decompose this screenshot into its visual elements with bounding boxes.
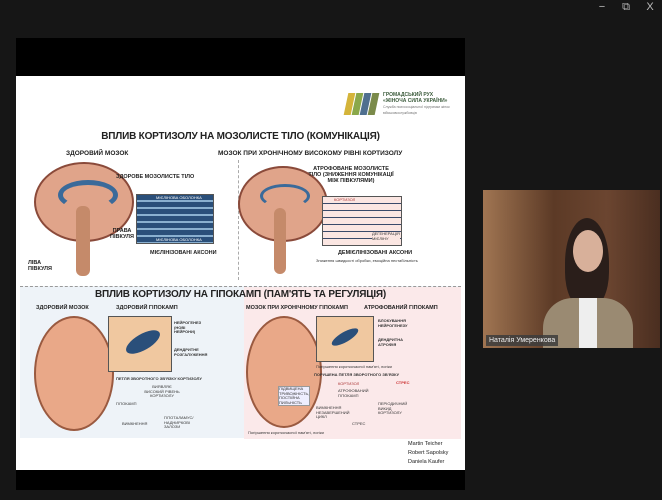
section1-title: ВПЛИВ КОРТИЗОЛУ НА МОЗОЛИСТЕ ТІЛО (КОМУН…	[101, 131, 380, 142]
participant-video-tile[interactable]: Наталія Умеренкова	[483, 190, 660, 348]
label-broken-loop: ПОРУШЕНА ПЕТЛЯ ЗВОРОТНОГО ЗВ'ЯЗКУ	[314, 372, 400, 377]
participant-face	[573, 230, 603, 272]
label-detects: ВИЯВЛЯЄ ВИСОКИЙ РІВЕНЬ КОРТИЗОЛУ	[144, 384, 180, 399]
chronic-brain-top-image	[246, 316, 322, 428]
credits: Martin Teicher Robert Sapolsky Daniela K…	[408, 440, 448, 467]
label-stress-2: СТРЕС	[352, 421, 366, 426]
callout-healthy-cc: ЗДОРОВЕ МОЗОЛИСТЕ ТІЛО	[116, 174, 195, 180]
healthy-brain-title: ЗДОРОВИЙ МОЗОК	[66, 150, 129, 157]
label-dendritic: ДЕНДРИТНЕ РОЗГАЛУЖЕННЯ	[174, 347, 208, 357]
label-blocked-neurogenesis: БЛОКУВАННЯ НЕЙРОГЕНЕЗУ	[378, 318, 408, 328]
label-anxiety: ПІДВИЩЕНА ТРИВОЖНІСТЬ, ПОСТІЙНА ПИЛЬНІСТ…	[278, 386, 310, 407]
section2-title: ВПЛИВ КОРТИЗОЛУ НА ГІПОКАМП (ПАМ'ЯТЬ ТА …	[94, 289, 387, 300]
credit: Robert Sapolsky	[408, 450, 449, 456]
label-memory-impairment-2: Погіршення короткочасної пам'яті, логіки	[248, 430, 324, 435]
logo: ГРОМАДСЬКИЙ РУХ«ЖІНОЧА СИЛА УКРАЇНИ»Служ…	[343, 92, 453, 116]
label-myelin-top: МІЄЛІНОВА ОБОЛОНКА	[156, 195, 202, 200]
participant-shirt	[579, 298, 597, 348]
healthy-brain-title-2: ЗДОРОВИЙ МОЗОК	[36, 305, 89, 311]
label-hpa: ГІПОТАЛАМУС/НАДНИРКОВІ ЗАЛОЗИ	[164, 415, 194, 430]
logo-line2: «ЖІНОЧА СИЛА УКРАЇНИ»	[383, 98, 448, 104]
close-button[interactable]: X	[646, 1, 654, 13]
label-left-hemisphere: ЛІВА ПІВКУЛЯ	[28, 260, 52, 272]
cortisol-brain-title: МОЗОК ПРИ ХРОНІЧНОМУ ВИСОКОМУ РІВНІ КОРТ…	[218, 150, 403, 157]
label-cortisol-2: КОРТИЗОЛ	[338, 381, 360, 386]
label-myelin-degeneration: ДЕГЕНЕРАЦІЯ МІЄЛІНУ	[372, 231, 400, 242]
label-atrophied-h: АТРОФОВАНИЙ ГІПОКАМП	[338, 388, 369, 398]
myelinated-axons-image	[136, 194, 214, 244]
shared-screen: ГРОМАДСЬКИЙ РУХ«ЖІНОЧА СИЛА УКРАЇНИ»Служ…	[16, 38, 465, 490]
label-myelinated-axons: МІЄЛІНІЗОВАНІ АКСОНИ	[150, 250, 217, 256]
logo-line1: ГРОМАДСЬКИЙ РУХ	[383, 92, 434, 98]
callout-atrophied-cc: АТРОФОВАНЕ МОЗОЛИСТЕ ТІЛО (ЗНИЖЕННЯ КОМУ…	[308, 166, 394, 184]
label-demyelinated-axons: ДЕМІЄЛІНІЗОВАНІ АКСОНИ	[338, 250, 413, 256]
label-shutdown: ВИМКНЕННЯ	[122, 421, 148, 426]
atrophied-hippocampus-title: АТРОФОВАНИЙ ГІПОКАМП	[364, 305, 438, 311]
participant-name: Наталія Умеренкова	[486, 335, 559, 346]
label-myelin-bottom: МІЄЛІНОВА ОБОЛОНКА	[156, 237, 202, 242]
label-right-hemisphere: ПРАВА ПІВКУЛЯ	[110, 228, 134, 240]
label-dendritic-atrophy: ДЕНДРИТНА АТРОФІЯ	[378, 337, 404, 347]
label-neurogenesis: НЕЙРОГЕНЕЗ (НОВІ НЕЙРОНИ)	[174, 320, 202, 335]
label-effect: Зниження швидкості обробки, емоційна нес…	[316, 258, 418, 263]
label-hippocampus: ГІПОКАМП	[116, 401, 137, 406]
logo-mark	[343, 93, 380, 115]
label-unfinished-cycle: ВИМКНЕННЯ НЕЗАВЕРШЕНИЙ ЦИКЛ	[316, 405, 350, 420]
healthy-brain-top-image	[34, 316, 114, 431]
healthy-hippocampus-title: ЗДОРОВИЙ ГІПОКАМП	[116, 305, 178, 311]
label-memory-impairment: Погіршення короткочасної пам'яті, логіки	[316, 364, 392, 369]
credit: Martin Teicher	[408, 441, 443, 447]
label-feedback-loop: ПЕТЛЯ ЗВОРОТНОГО ЗВ'ЯЗКУ КОРТИЗОЛУ	[116, 376, 202, 381]
presentation-slide: ГРОМАДСЬКИЙ РУХ«ЖІНОЧА СИЛА УКРАЇНИ»Служ…	[16, 76, 465, 470]
minimize-button[interactable]: −	[598, 1, 606, 13]
logo-sub: Служба психосоціальної підтримки жінок в…	[383, 105, 450, 115]
restore-button[interactable]: ⧉	[622, 1, 630, 13]
credit: Daniela Kaufer	[408, 459, 445, 465]
label-stress: СТРЕС	[396, 380, 410, 385]
label-periodic-release: ПЕРІОДИЧНИЙ ВИКИД КОРТИЗОЛУ	[378, 401, 408, 416]
chronic-brain-title: МОЗОК ПРИ ХРОНІЧНОМУ ГІПОКАМП	[246, 305, 348, 311]
label-cortisol: КОРТИЗОЛ	[334, 197, 356, 203]
